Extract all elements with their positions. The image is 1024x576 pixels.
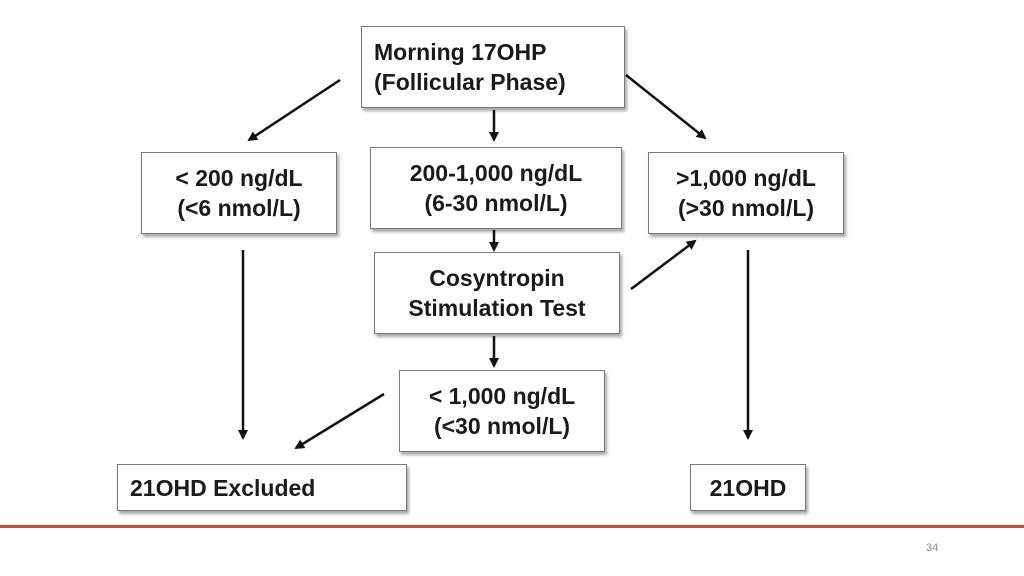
box-high-result: >1,000 ng/dL (>30 nmol/L) [648, 152, 844, 234]
box-post-stim-low: < 1,000 ng/dL (<30 nmol/L) [399, 370, 605, 452]
box-cosyntropin-test-line1: Cosyntropin [429, 265, 565, 291]
arrow-post-low-to-excluded [294, 392, 385, 450]
arrow-stim-to-high [630, 239, 697, 290]
box-post-stim-low-line1: < 1,000 ng/dL [428, 383, 576, 409]
box-mid-result-line1: 200-1,000 ng/dL [409, 160, 583, 186]
box-mid-result-line2: (6-30 nmol/L) [424, 190, 568, 216]
box-low-result: < 200 ng/dL (<6 nmol/L) [141, 152, 337, 234]
box-21ohd-excluded-label: 21OHD Excluded [130, 474, 316, 501]
box-cosyntropin-test: Cosyntropin Stimulation Test [374, 252, 620, 334]
box-high-result-line1: >1,000 ng/dL [676, 165, 816, 191]
page-number: 34 [926, 542, 939, 554]
box-high-result-line2: (>30 nmol/L) [677, 195, 815, 221]
box-low-result-line2: (<6 nmol/L) [177, 195, 301, 221]
box-mid-result: 200-1,000 ng/dL (6-30 nmol/L) [370, 147, 622, 229]
arrow-start-to-high [625, 74, 707, 140]
box-morning-17ohp: Morning 17OHP (Follicular Phase) [361, 26, 625, 108]
box-morning-17ohp-line2: (Follicular Phase) [374, 69, 566, 95]
arrow-start-to-low [247, 78, 341, 142]
box-morning-17ohp-line1: Morning 17OHP [374, 39, 547, 65]
box-21ohd: 21OHD [690, 464, 806, 511]
box-post-stim-low-line2: (<30 nmol/L) [433, 413, 571, 439]
box-low-result-line1: < 200 ng/dL [175, 165, 303, 191]
box-21ohd-label: 21OHD [709, 474, 787, 501]
footer-rule [0, 525, 1024, 528]
box-21ohd-excluded: 21OHD Excluded [117, 464, 407, 511]
box-cosyntropin-test-line2: Stimulation Test [408, 295, 586, 321]
